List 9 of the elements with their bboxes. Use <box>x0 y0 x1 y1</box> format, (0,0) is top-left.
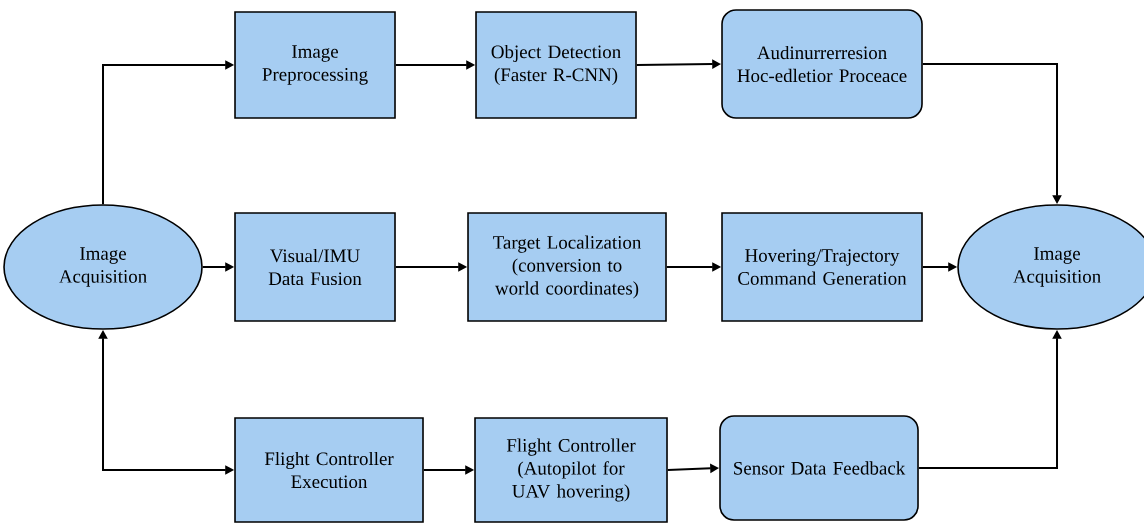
process-box: Image Preprocessing <box>234 11 396 119</box>
process-box: Object Detection (Faster R-CNN) <box>475 11 637 119</box>
rounded-process-box: Sensor Data Feedback <box>719 415 919 521</box>
rounded-process-box: Audinurrerresion Hoc-edletior Proceace <box>721 9 923 119</box>
process-box: Target Localization (conversion to world coordinates) <box>467 212 667 322</box>
process-box: Hovering/Trajectory Command Generation <box>721 212 923 322</box>
process-box: Visual/IMU Data Fusion <box>234 212 396 322</box>
process-box: Flight Controller (Autopilot for UAV hovering) <box>474 417 668 523</box>
process-box: Flight Controller Execution <box>234 417 424 523</box>
